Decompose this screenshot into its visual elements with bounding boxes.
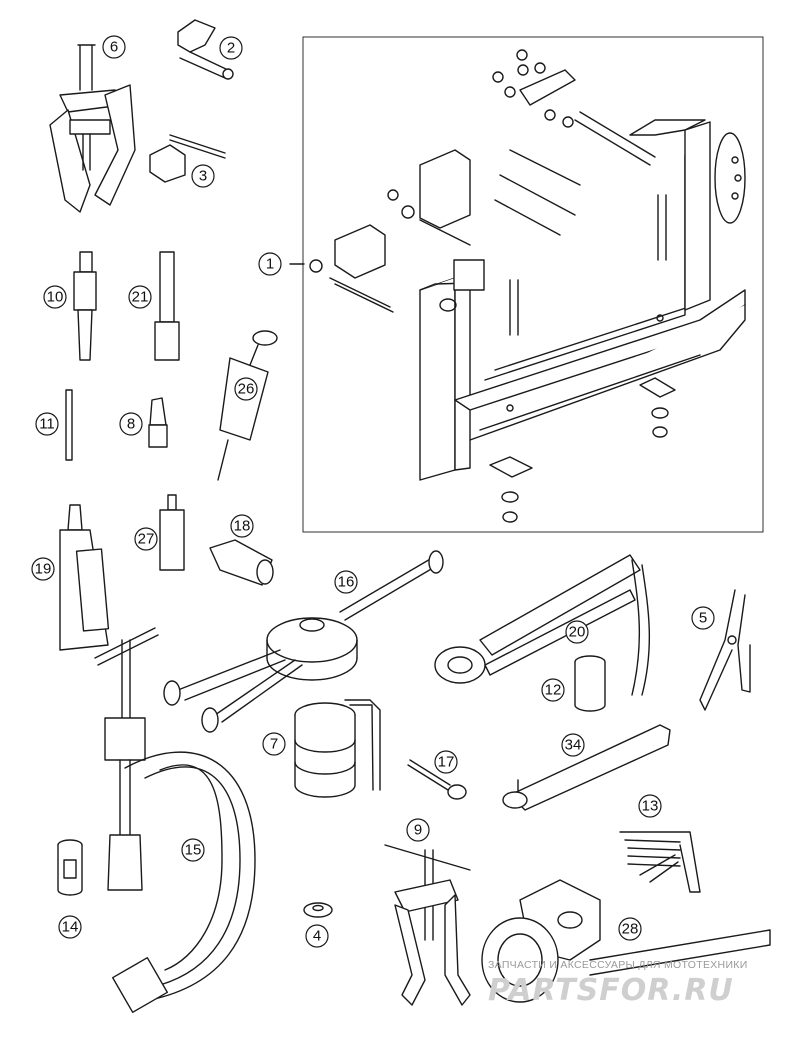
- callout-16: 16: [334, 570, 358, 594]
- callout-19: 19: [31, 557, 55, 581]
- callout-label-2: 2: [227, 40, 235, 57]
- callout-26: 26: [234, 377, 258, 401]
- callout-label-17: 17: [438, 754, 455, 771]
- callout-2: 2: [219, 36, 243, 60]
- tool-5-pliers: [699, 589, 751, 711]
- tool-8-cone: [148, 397, 168, 448]
- callout-1: 1: [258, 252, 282, 276]
- callout-label-18: 18: [234, 518, 251, 535]
- callout-label-7: 7: [270, 736, 278, 753]
- callout-label-20: 20: [569, 624, 586, 641]
- tool-11-pin: [65, 389, 73, 461]
- tool-3-clamp: [149, 134, 226, 183]
- callout-label-34: 34: [565, 737, 582, 754]
- callout-28: 28: [618, 917, 642, 941]
- callout-27: 27: [134, 527, 158, 551]
- callout-label-15: 15: [185, 842, 202, 859]
- callout-label-9: 9: [414, 822, 422, 839]
- callout-label-10: 10: [47, 289, 64, 306]
- tool-6-puller: [49, 44, 136, 213]
- callout-label-3: 3: [199, 168, 207, 185]
- tool-19-sealant-tube: [59, 504, 110, 651]
- callout-21: 21: [128, 285, 152, 309]
- callout-label-21: 21: [132, 289, 149, 306]
- callout-label-13: 13: [642, 798, 659, 815]
- tool-18-socket: [209, 539, 274, 586]
- callout-label-19: 19: [35, 561, 52, 578]
- tool-12-sleeve: [574, 655, 606, 712]
- tool-28-holding-wrench: [481, 879, 771, 1003]
- tool-17-valve-tool: [407, 759, 467, 800]
- callout-label-11: 11: [39, 416, 55, 433]
- callout-label-4: 4: [313, 928, 321, 945]
- callout-label-1: 1: [266, 256, 274, 273]
- tool-14-adapter: [57, 839, 83, 896]
- tool-16-crankshaft-puller: [163, 550, 444, 733]
- tool-13-feeler-gauge: [619, 831, 701, 893]
- callout-label-12: 12: [545, 682, 562, 699]
- callout-3: 3: [191, 164, 215, 188]
- tool-2-bracket: [177, 19, 234, 80]
- callout-7: 7: [262, 732, 286, 756]
- callout-10: 10: [43, 285, 67, 309]
- callout-13: 13: [638, 794, 662, 818]
- tool-4-washer: [303, 902, 333, 918]
- callout-label-6: 6: [110, 39, 118, 56]
- callout-4: 4: [305, 924, 329, 948]
- engine-stand-assembly: [289, 36, 764, 533]
- tool-20-chain-holder: [434, 554, 651, 696]
- callout-14: 14: [58, 915, 82, 939]
- callout-34: 34: [561, 733, 585, 757]
- watermark-logo: PARTSFOR.RU: [488, 973, 734, 1008]
- callout-5: 5: [691, 606, 715, 630]
- callout-18: 18: [230, 514, 254, 538]
- tool-34-pin-spanner: [502, 724, 671, 811]
- watermark-tagline: ЗАПЧАСТИ И АКСЕССУАРЫ ДЛЯ МОТОТЕХНИКИ: [488, 959, 748, 971]
- callout-label-14: 14: [62, 919, 79, 936]
- callout-label-28: 28: [622, 921, 639, 938]
- tool-15-valve-spring-compressor: [94, 627, 256, 1014]
- callout-8: 8: [119, 412, 143, 436]
- tool-21-drift: [154, 251, 180, 361]
- callout-label-5: 5: [699, 610, 707, 627]
- callout-label-16: 16: [338, 574, 355, 591]
- callout-20: 20: [565, 620, 589, 644]
- tool-9-puller: [384, 844, 471, 1006]
- callout-17: 17: [434, 750, 458, 774]
- callout-11: 11: [35, 412, 59, 436]
- callout-9: 9: [406, 818, 430, 842]
- tool-10-puller: [73, 251, 97, 361]
- callout-label-26: 26: [238, 381, 255, 398]
- tool-7-ring-compressor: [294, 699, 381, 798]
- callout-label-27: 27: [138, 531, 155, 548]
- callout-15: 15: [181, 838, 205, 862]
- callout-label-8: 8: [127, 416, 135, 433]
- tool-26-syringe: [217, 330, 278, 481]
- callout-12: 12: [541, 678, 565, 702]
- tool-27-bottle: [159, 494, 185, 571]
- watermark: ЗАПЧАСТИ И АКСЕССУАРЫ ДЛЯ МОТОТЕХНИКИ PA…: [488, 959, 748, 1008]
- callout-6: 6: [102, 35, 126, 59]
